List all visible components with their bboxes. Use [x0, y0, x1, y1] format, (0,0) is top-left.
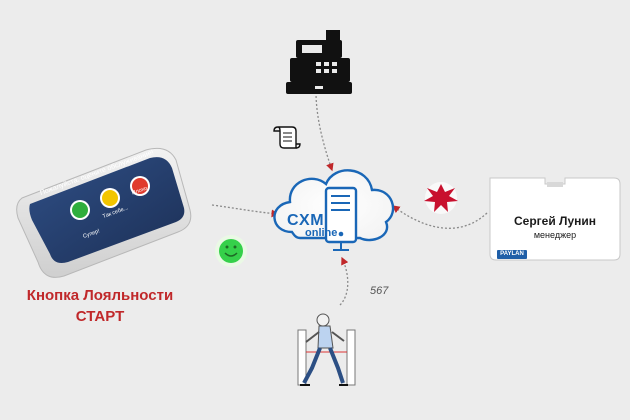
connector-device-to-cloud	[211, 204, 280, 218]
smiley-icon	[215, 235, 247, 267]
device-caption-line-2: СТАРТ	[75, 308, 125, 325]
turnstile-visitor-icon	[297, 313, 356, 386]
device-caption-line-1: Кнопка Лояльности	[26, 287, 174, 304]
cloud-label-main: CXM	[287, 212, 325, 229]
cloud-server-icon	[273, 169, 395, 251]
device-button-label-2: Так себе...	[102, 205, 129, 220]
device-button-label-1: Супер!	[82, 228, 101, 240]
connector-badge-to-cloud	[391, 205, 488, 229]
receipt-icon	[273, 126, 301, 149]
device-caption: Кнопка Лояльности СТАРТ	[10, 285, 190, 327]
device-screen-text-group: Пожалуйста, оцените обслуживание! Супер!…	[39, 148, 155, 240]
visitor-count: 567	[370, 285, 389, 297]
cloud-label-sub: online	[305, 227, 338, 239]
loyalty-button-device-icon	[16, 147, 192, 278]
alert-burst-icon	[424, 182, 458, 214]
cash-register-icon	[286, 30, 352, 94]
badge-brand: PAYLAN	[497, 250, 527, 259]
badge-role: менеджер	[533, 230, 577, 240]
connector-visitor-to-cloud	[339, 256, 349, 306]
connector-cash-to-cloud	[315, 91, 334, 172]
badge-name: Сергей Лунин	[513, 214, 597, 228]
device-button-label-3: Плохо	[131, 186, 148, 197]
name-badge-icon	[489, 177, 621, 261]
